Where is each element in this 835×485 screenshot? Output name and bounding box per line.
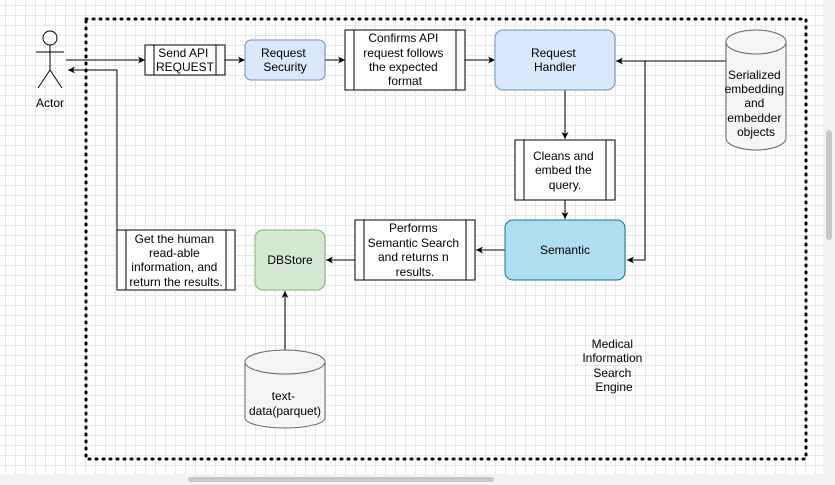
actor-label: Actor [36,96,64,110]
container-label: Medical Information Search Engine [582,337,645,394]
svg-text:Serialized embedding: Serialized embedding and embedder object… [725,68,788,139]
svg-text:Request Security: Request Security [261,46,309,74]
horizontal-scrollbar-thumb[interactable] [188,477,494,482]
svg-text:Send API REQUEST: Send API REQUEST [156,46,215,74]
horizontal-scrollbar[interactable] [0,474,823,485]
edges [66,56,726,350]
svg-text:Performs Semantic Search: Performs Semantic Search and returns n r… [368,221,463,279]
dbstore-node[interactable]: DBStore [254,229,326,291]
svg-text:DBStore: DBStore [267,253,313,267]
vertical-scrollbar[interactable] [823,0,835,485]
svg-text:Semantic: Semantic [540,243,590,257]
send-api-request-node[interactable]: Send API REQUEST [144,44,226,76]
cleans-embed-node[interactable]: Cleans and embed the query. [514,139,616,201]
get-human-readable-node[interactable]: Get the human read-able information, and… [116,229,236,291]
text-data-database[interactable]: text- data(parquet) [244,349,326,429]
semantic-node[interactable]: Semantic [504,219,626,281]
svg-text:Cleans and embed the: Cleans and embed the query. [533,149,597,192]
serialized-embedding-database[interactable]: Serialized embedding and embedder object… [725,29,788,151]
edge-result-actor[interactable] [68,66,118,260]
request-handler-node[interactable]: Request Handler [494,29,616,91]
svg-text:Confirms API request fol: Confirms API request follows the expecte… [363,31,446,88]
svg-text:text- data(parquet): text- data(parquet) [249,389,321,418]
svg-text:Get the human read-able: Get the human read-able information, and… [129,232,222,289]
edge-serialized-semantic[interactable] [627,61,646,264]
svg-text:Request Handler: Request Handler [531,46,579,74]
vertical-scrollbar-thumb[interactable] [826,130,832,240]
request-security-node[interactable]: Request Security [244,39,326,81]
system-boundary[interactable] [84,17,808,461]
actor[interactable] [36,30,64,89]
performs-search-node[interactable]: Performs Semantic Search and returns n r… [354,219,476,281]
confirms-api-node[interactable]: Confirms API request follows the expecte… [344,29,466,91]
